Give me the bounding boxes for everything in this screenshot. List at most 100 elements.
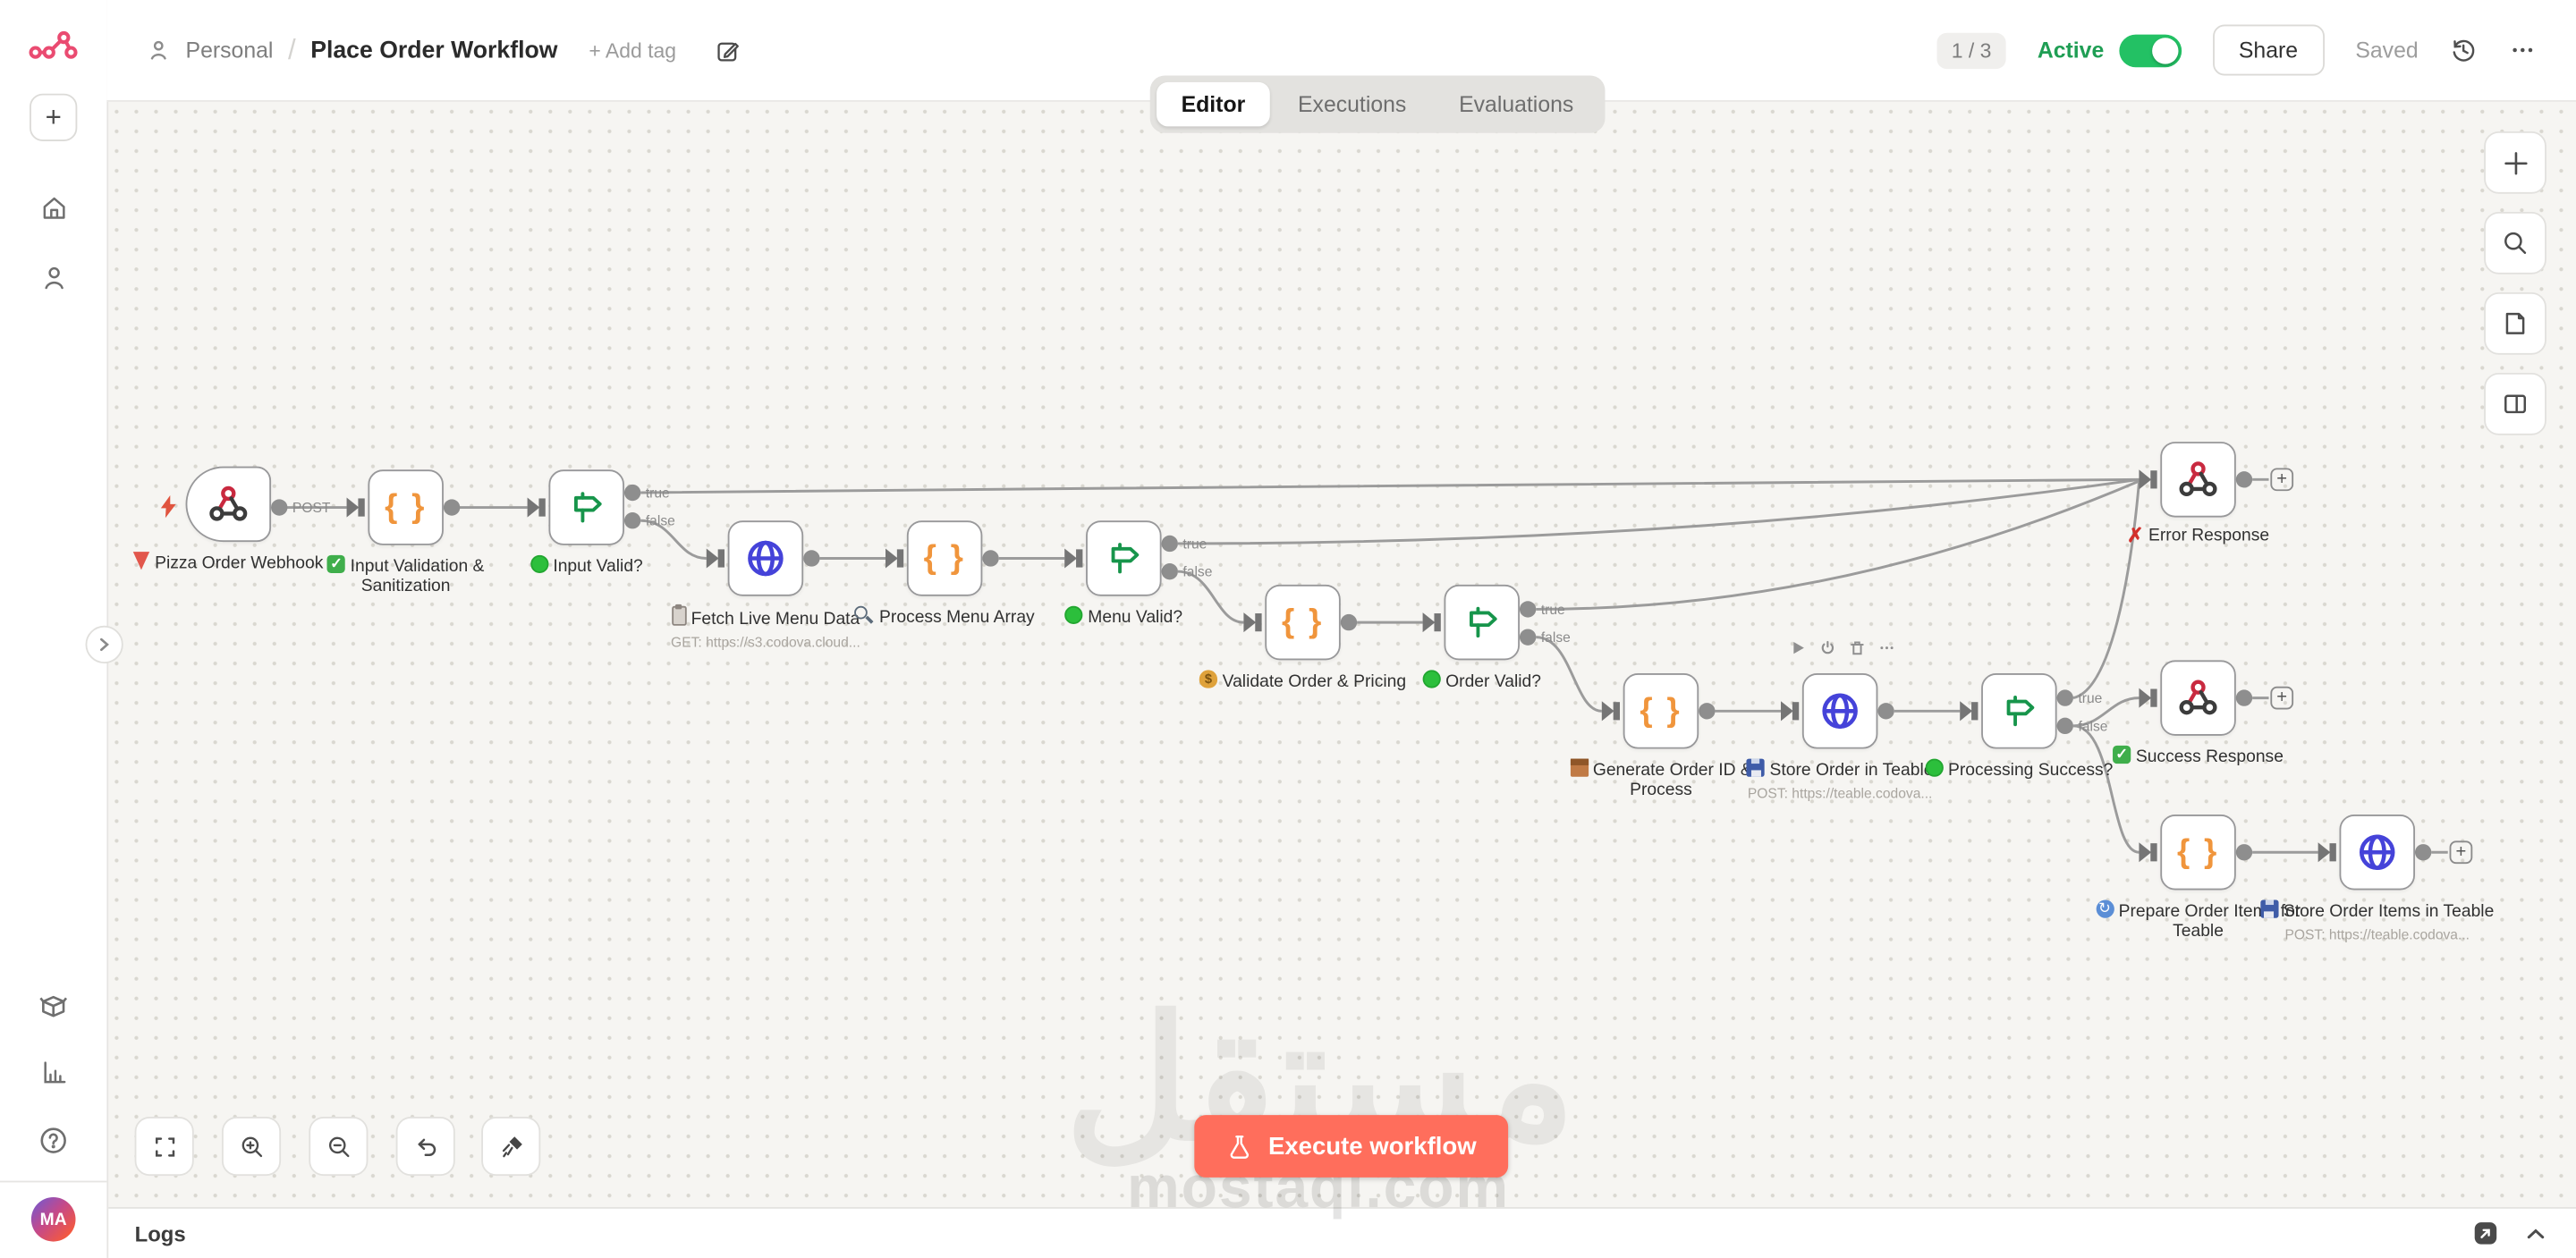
node-label-process-menu-array: Process Menu Array: [821, 605, 1068, 629]
tidy-up-button[interactable]: [481, 1116, 541, 1177]
add-connected-node-button[interactable]: +: [2270, 468, 2294, 492]
node-label-menu-valid: Menu Valid?: [1001, 605, 1248, 629]
avatar[interactable]: MA: [30, 1196, 76, 1242]
node-error-response[interactable]: [2160, 442, 2236, 518]
globe-icon: [748, 540, 784, 577]
if-icon: [1111, 543, 1140, 574]
version-badge[interactable]: 1 / 3: [1936, 31, 2006, 69]
add-connected-node-button[interactable]: +: [2449, 840, 2473, 865]
node-input-validation[interactable]: { }: [368, 469, 444, 545]
active-label: Active: [2037, 38, 2105, 63]
zoom-in-button[interactable]: [221, 1116, 282, 1177]
check-emoji: [2113, 745, 2131, 764]
node-pizza-order-webhook[interactable]: [185, 466, 272, 543]
expand-panel-button[interactable]: [85, 625, 123, 664]
node-menu-valid[interactable]: [1086, 520, 1162, 596]
workflow-canvas[interactable]: [106, 101, 2576, 1207]
node-fetch-live-menu-data[interactable]: [727, 520, 804, 596]
node-processing-success[interactable]: [1981, 673, 2057, 749]
breadcrumb-project[interactable]: Personal: [185, 38, 274, 63]
execute-workflow-label: Execute workflow: [1267, 1132, 1477, 1161]
box-icon[interactable]: [25, 981, 80, 1030]
power-icon[interactable]: [1820, 640, 1835, 655]
node-validate-order-pricing[interactable]: { }: [1265, 584, 1341, 661]
add-connected-node-button[interactable]: +: [2270, 686, 2294, 710]
user-icon[interactable]: [25, 253, 80, 302]
chevron-up-icon[interactable]: [2523, 1221, 2548, 1246]
breadcrumb-separator: /: [287, 33, 296, 65]
node-label-prepare-order-items: Prepare Order Items for Teable: [2075, 899, 2322, 941]
green-circle-emoji: [530, 554, 548, 574]
node-generate-order-id[interactable]: { }: [1623, 673, 1699, 749]
new-workflow-button[interactable]: +: [30, 93, 78, 141]
webhook-icon: [209, 485, 248, 521]
execute-workflow-button[interactable]: Execute workflow: [1194, 1115, 1508, 1178]
tab-executions[interactable]: Executions: [1298, 91, 1407, 117]
undo-icon: [417, 1137, 436, 1156]
panel-toggle-button[interactable]: [2484, 372, 2546, 435]
node-input-valid[interactable]: [548, 469, 624, 545]
node-success-response[interactable]: [2160, 660, 2236, 736]
add-node-icon: [2504, 151, 2527, 174]
insights-icon[interactable]: [25, 1048, 80, 1097]
node-label-text: Validate Order & Pricing: [1222, 671, 1407, 692]
code-icon: { }: [1640, 692, 1682, 729]
logs-bar[interactable]: Logs: [106, 1206, 2576, 1258]
open-logs-panel-icon[interactable]: [2472, 1220, 2498, 1246]
chevron-right-icon: [100, 637, 109, 652]
package-emoji: [1570, 758, 1589, 777]
node-label-text: Store Order Items in Teable: [2283, 901, 2495, 922]
sticky-note-button[interactable]: [2484, 291, 2546, 355]
node-label-text: Input Validation & Sanitization: [350, 556, 485, 595]
help-icon[interactable]: [25, 1115, 80, 1164]
node-toolbar: [1791, 640, 1894, 655]
left-sidebar: + MA: [0, 0, 109, 1258]
add-tag-button[interactable]: + Add tag: [589, 38, 677, 62]
trash-icon[interactable]: [1850, 640, 1865, 655]
workflow-title[interactable]: Place Order Workflow: [310, 37, 558, 63]
node-label-text: Success Response: [2135, 747, 2284, 767]
tab-evaluations[interactable]: Evaluations: [1459, 91, 1574, 117]
share-button[interactable]: Share: [2212, 24, 2325, 76]
home-icon[interactable]: [25, 184, 80, 233]
breadcrumb: Personal / Place Order Workflow + Add ta…: [146, 34, 740, 67]
node-label-success-response: Success Response: [2075, 745, 2322, 768]
tab-editor[interactable]: Editor: [1157, 81, 1270, 127]
search-button[interactable]: [2484, 211, 2546, 274]
n8n-logo[interactable]: [28, 26, 79, 63]
undo-button[interactable]: [395, 1116, 455, 1177]
saved-status: Saved: [2355, 38, 2419, 63]
view-tabs: Editor Executions Evaluations: [1149, 75, 1606, 133]
search-icon: [2504, 232, 2527, 254]
node-prepare-order-items[interactable]: { }: [2160, 815, 2236, 891]
play-icon[interactable]: [1791, 640, 1806, 655]
check-emoji: [326, 554, 346, 574]
panel-icon: [2504, 394, 2527, 414]
history-icon[interactable]: [2450, 36, 2478, 63]
node-store-order-teable[interactable]: [1801, 673, 1878, 749]
pizza-emoji: [133, 552, 150, 570]
fit-view-button[interactable]: [134, 1116, 194, 1177]
floppy-emoji: [2260, 899, 2279, 918]
zoom-out-button[interactable]: [309, 1116, 369, 1177]
active-toggle[interactable]: [2118, 33, 2182, 67]
node-store-order-items[interactable]: [2339, 815, 2415, 891]
node-label-pizza-order-webhook: Pizza Order Webhook: [106, 552, 352, 574]
node-process-menu-array[interactable]: { }: [906, 520, 983, 596]
node-label-generate-order-id: Generate Order ID & Process: [1538, 758, 1784, 800]
edit-icon[interactable]: [714, 37, 740, 63]
magnifier-emoji: [854, 605, 875, 624]
add-node-button[interactable]: [2484, 131, 2546, 194]
more-icon[interactable]: [1879, 640, 1894, 655]
node-sublabel: POST: https://teable.codova...: [2284, 925, 2470, 942]
node-order-valid[interactable]: [1444, 584, 1520, 661]
zoom-out-icon: [328, 1136, 349, 1157]
globe-icon: [2360, 834, 2395, 871]
top-bar: Personal / Place Order Workflow + Add ta…: [106, 0, 2576, 102]
more-icon[interactable]: [2509, 36, 2537, 63]
if-icon: [573, 492, 602, 523]
node-label-text: Error Response: [2148, 525, 2270, 545]
